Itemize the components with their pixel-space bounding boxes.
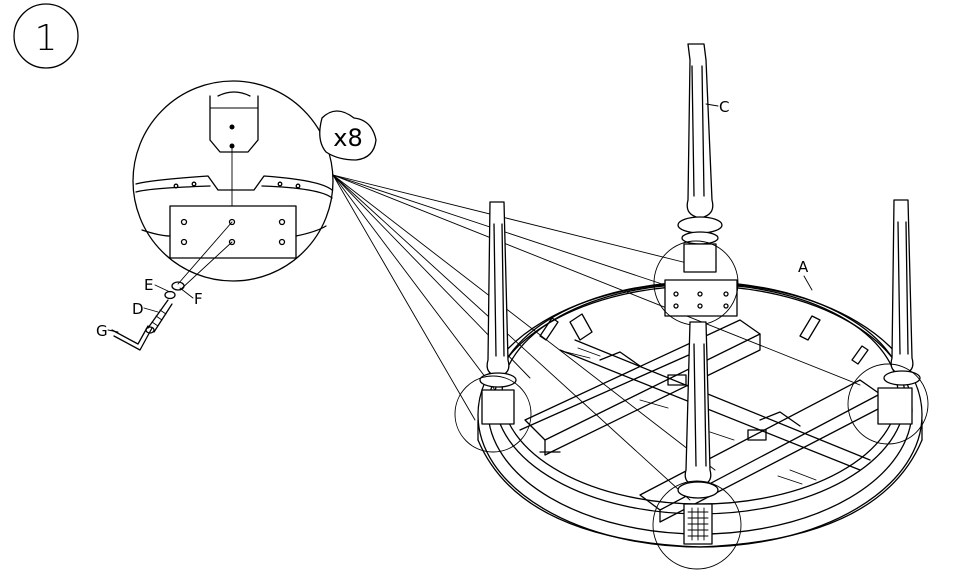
label-e: E xyxy=(144,276,153,294)
leg-right xyxy=(847,199,929,445)
leg-left xyxy=(454,201,532,453)
hardware-set: E F D G xyxy=(96,221,233,351)
multiplier-text: x8 xyxy=(333,124,362,152)
leg-foot-pattern xyxy=(687,507,709,541)
corner-brackets xyxy=(539,313,869,485)
multiplier-badge: x8 xyxy=(319,110,377,161)
label-a: A xyxy=(798,258,809,276)
step-number: 1 xyxy=(35,18,58,59)
label-a-group: A xyxy=(798,258,813,291)
callout-lines xyxy=(332,174,861,501)
label-c: C xyxy=(719,98,729,116)
label-f: F xyxy=(194,290,203,308)
step-badge: 1 xyxy=(13,3,79,69)
leg-front xyxy=(652,321,742,570)
detail-zoom xyxy=(132,80,334,282)
leg-c-back: C xyxy=(653,43,739,326)
label-g: G xyxy=(96,322,108,340)
label-d: D xyxy=(132,300,144,318)
